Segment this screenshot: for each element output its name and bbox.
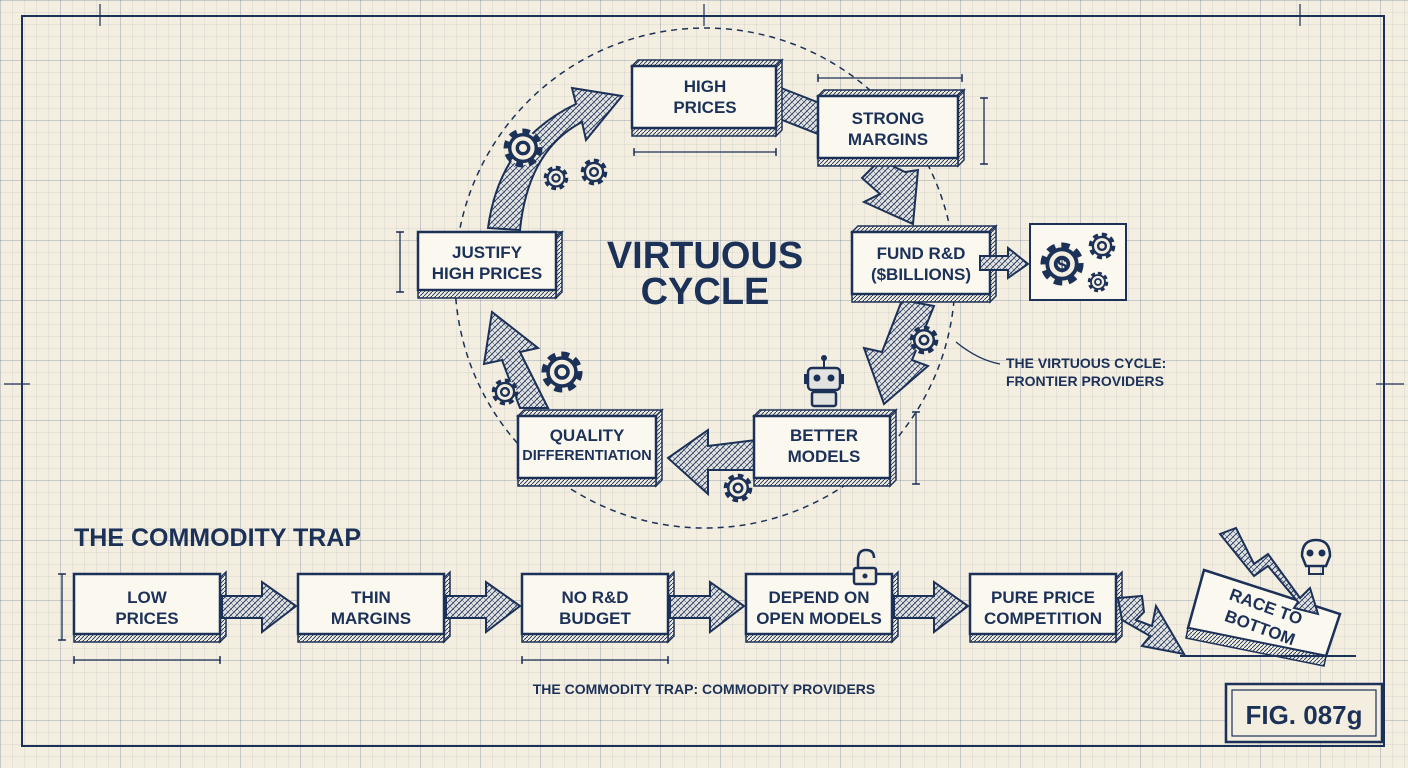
box-low-prices: LOW PRICES: [72, 570, 227, 644]
box-label: STRONG: [852, 109, 925, 128]
cycle-title: CYCLE: [641, 271, 770, 313]
box-label: PURE PRICE: [991, 588, 1095, 607]
trap-heading: THE COMMODITY TRAP: [74, 524, 361, 552]
box-high-prices: HIGH PRICES: [630, 58, 784, 138]
trap-arrows: [221, 580, 1186, 656]
figure-label: FIG. 087g: [1245, 700, 1362, 730]
box-label: BETTER: [790, 426, 858, 445]
outer-frame: [21, 15, 1385, 747]
box-justify-high-prices: JUSTIFY HIGH PRICES: [416, 230, 564, 300]
dimension-lines: [58, 74, 988, 664]
arrow-fund-to-better: [862, 298, 936, 406]
virtuous-caption: THE VIRTUOUS CYCLE:: [1006, 355, 1166, 371]
money-gears-box: $: [1029, 223, 1127, 301]
box-label: DEPEND ON: [768, 588, 869, 607]
figure-label-box: FIG. 087g: [1224, 682, 1384, 744]
gear-icon: [1088, 232, 1116, 260]
box-label: NO R&D: [561, 588, 628, 607]
virtuous-caption: FRONTIER PROVIDERS: [1006, 373, 1164, 389]
box-label: ($BILLIONS): [871, 265, 971, 284]
arrow-better-to-quality: [666, 428, 757, 497]
gear-icon: [506, 131, 540, 165]
dollar-icon: $: [1057, 255, 1067, 275]
box-label: MARGINS: [848, 130, 928, 149]
arrow-justify-to-prices: [486, 86, 624, 232]
cycle-title: VIRTUOUS: [607, 235, 803, 277]
trap-caption: THE COMMODITY TRAP: COMMODITY PROVIDERS: [533, 681, 876, 697]
box-pure-price-competition: PURE PRICE COMPETITION: [968, 570, 1123, 644]
gear-icon: [909, 325, 939, 355]
caption-leader: [955, 341, 1001, 365]
arrow-quality-to-justify: [482, 310, 550, 409]
gear-icon: [580, 158, 608, 186]
robot-icon: [804, 355, 844, 408]
box-label: JUSTIFY: [452, 243, 523, 262]
downtrend-arrow: [1218, 526, 1320, 616]
box-label: FUND R&D: [877, 244, 966, 263]
box-label: HIGH PRICES: [432, 264, 543, 283]
box-strong-margins: STRONG MARGINS: [816, 88, 966, 168]
gear-icon: [723, 473, 753, 503]
arrow-fund-to-money: [979, 245, 1030, 280]
box-quality-differentiation: QUALITY DIFFERENTIATION: [516, 408, 664, 488]
box-label: PRICES: [115, 609, 178, 628]
box-label: DIFFERENTIATION: [522, 448, 651, 464]
arrow-margins-to-fund: [860, 158, 920, 226]
box-label: LOW: [127, 588, 168, 607]
box-label: MARGINS: [331, 609, 411, 628]
box-label: BUDGET: [559, 609, 631, 628]
skull-icon: [1300, 538, 1332, 575]
box-label: OPEN MODELS: [756, 609, 882, 628]
gear-icon: [491, 378, 519, 406]
box-label: MODELS: [788, 447, 861, 466]
box-label: COMPETITION: [984, 609, 1102, 628]
box-label: PRICES: [673, 98, 736, 117]
box-no-rd-budget: NO R&D BUDGET: [520, 570, 675, 644]
box-label: THIN: [351, 588, 391, 607]
open-padlock-icon: [852, 548, 878, 586]
box-label: HIGH: [684, 77, 727, 96]
box-label: QUALITY: [550, 426, 625, 445]
gear-icon: [543, 165, 569, 191]
box-fund-rd: FUND R&D ($BILLIONS): [850, 224, 998, 304]
gear-icon: [1087, 271, 1109, 293]
box-race-to-bottom: RACE TO BOTTOM: [1185, 568, 1342, 667]
gear-icon: [544, 354, 580, 390]
box-better-models: BETTER MODELS: [752, 408, 898, 488]
box-thin-margins: THIN MARGINS: [296, 570, 451, 644]
